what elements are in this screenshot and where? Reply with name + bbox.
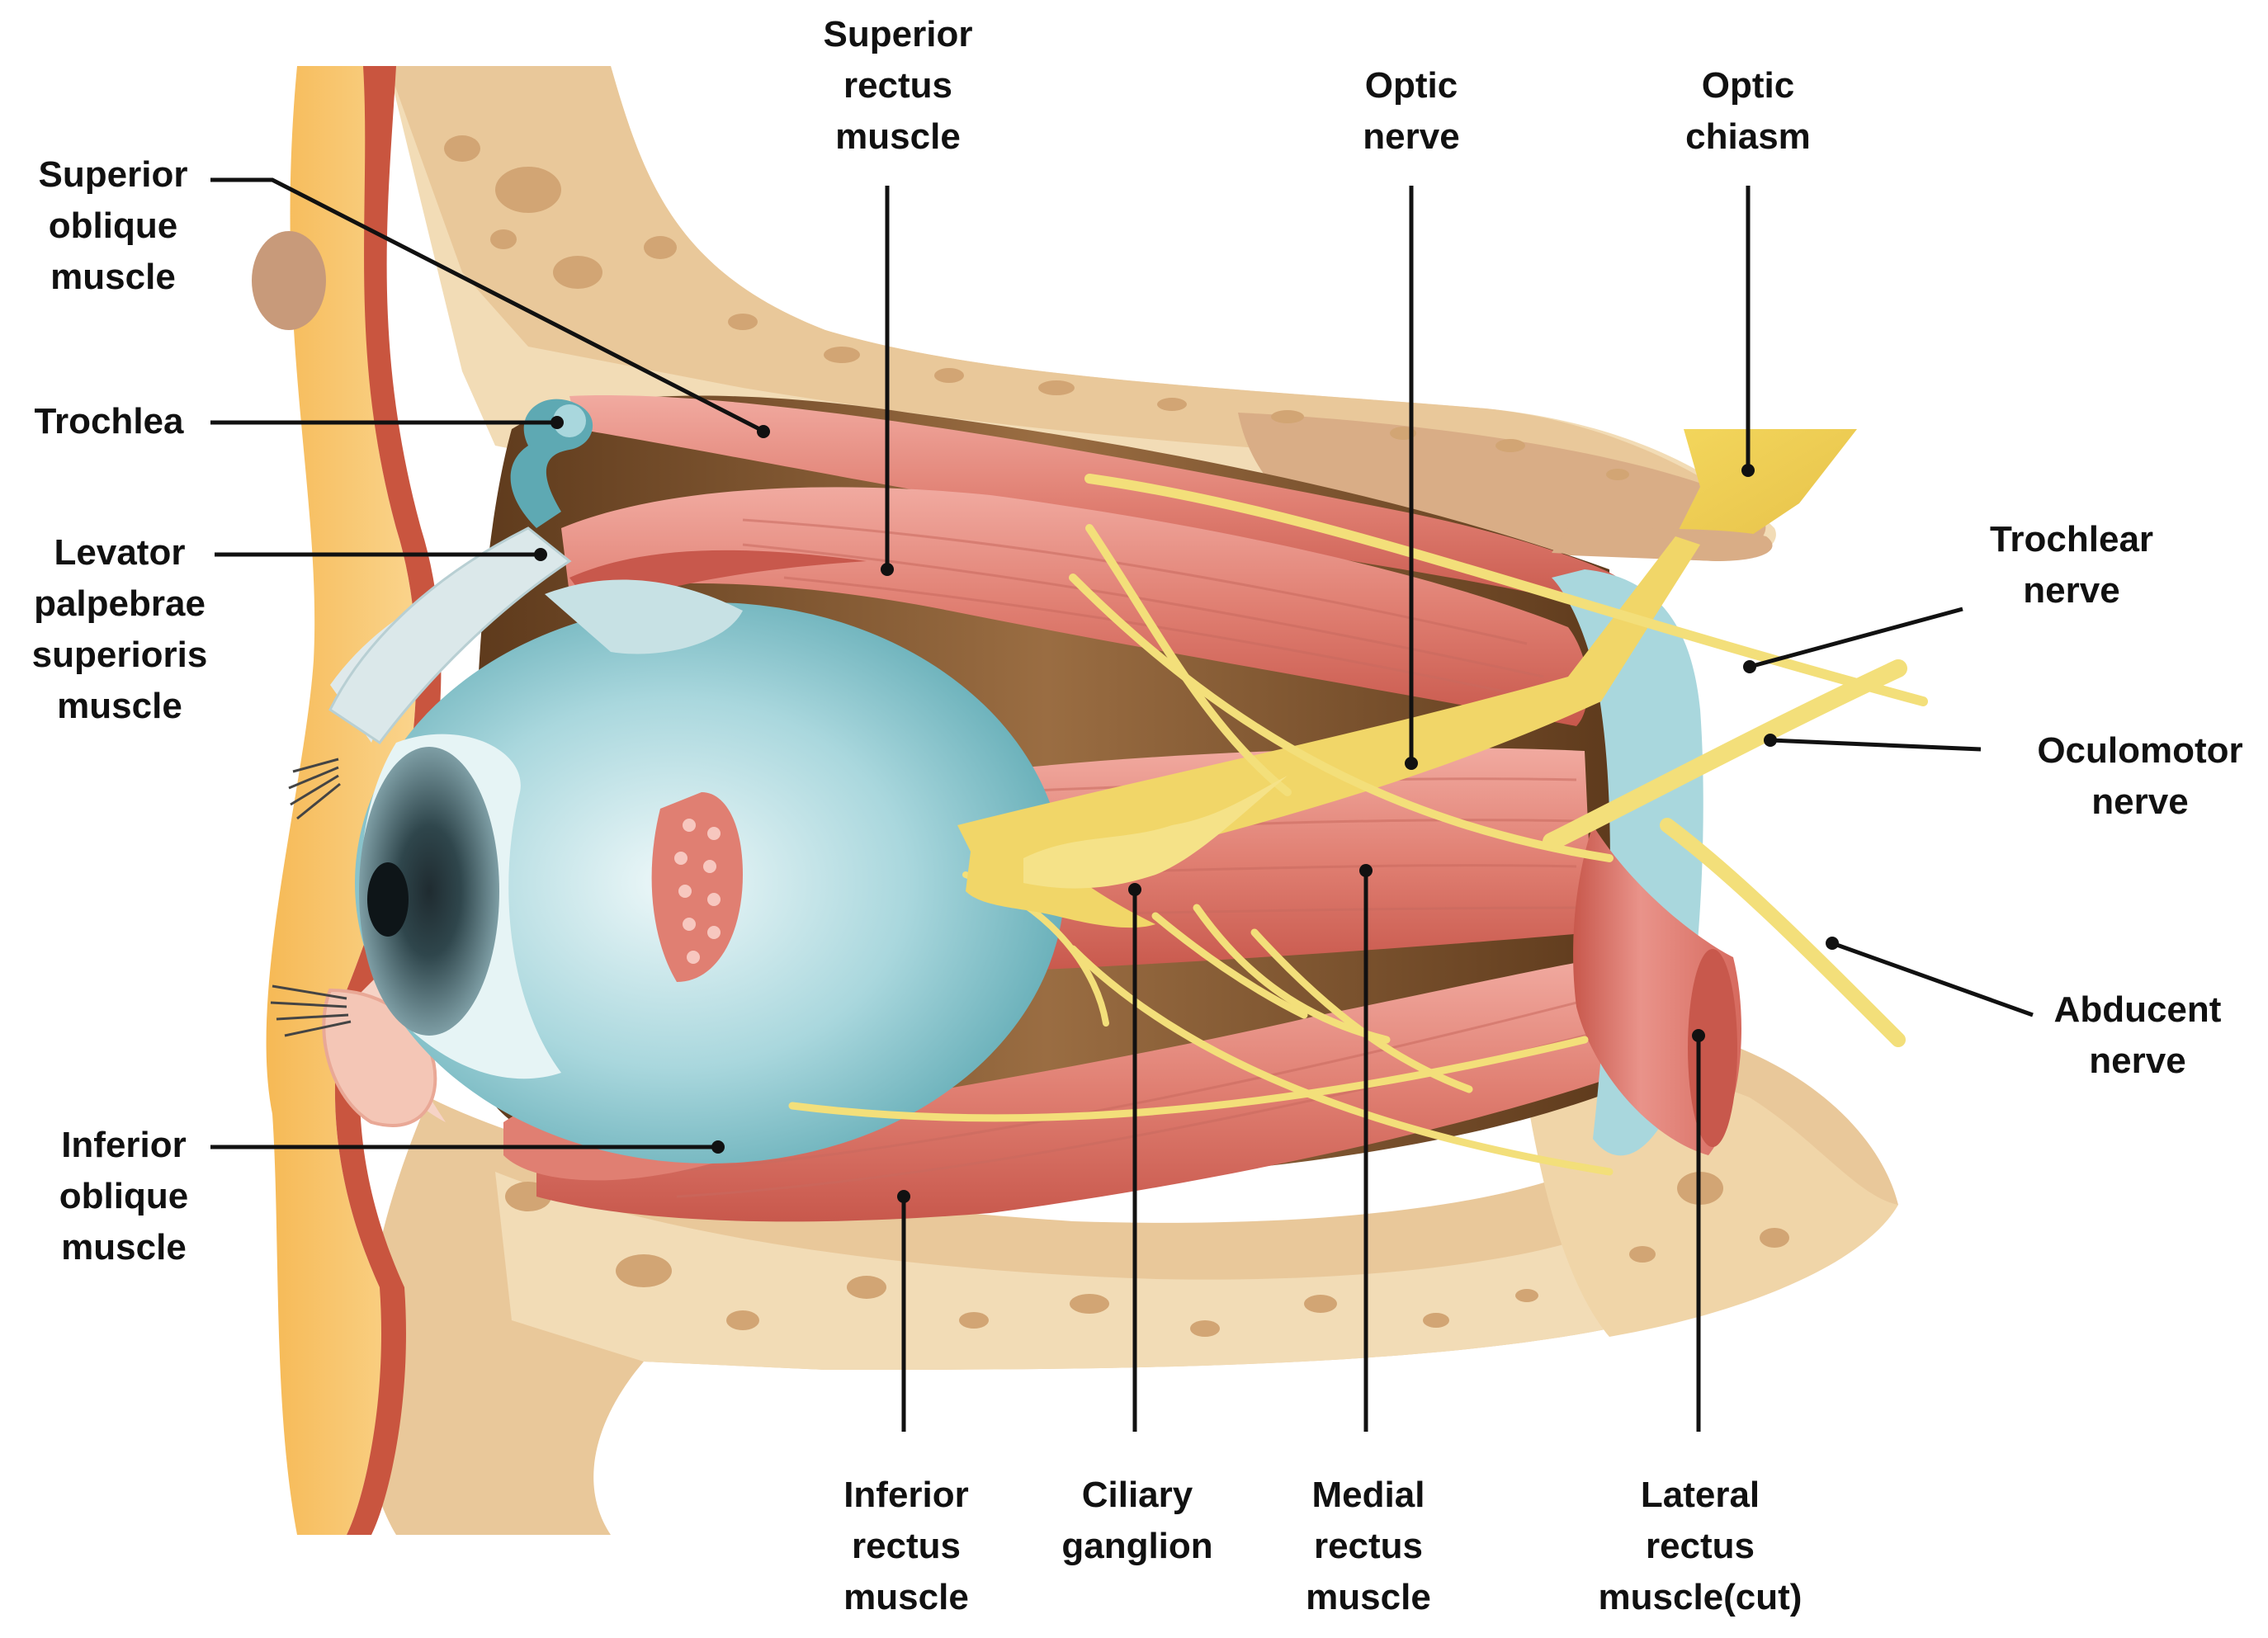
svg-text:Ciliary: Ciliary [1082,1475,1193,1515]
label-trochlear-nerve: Trochlear nerve [1990,519,2153,611]
svg-text:Trochlear: Trochlear [1990,519,2153,559]
svg-text:Medial: Medial [1312,1475,1425,1515]
label-lateral-rectus-muscle: Lateral rectus muscle(cut) [1599,1475,1803,1617]
leader-lines [210,177,2034,1432]
cut-muscle-on-eye [651,792,743,982]
label-optic-chiasm: Optic chiasm [1685,65,1811,157]
optic-nerve [957,536,1700,891]
svg-text:Inferior: Inferior [843,1475,969,1515]
svg-text:palpebrae: palpebrae [34,583,206,624]
svg-text:Optic: Optic [1365,65,1458,106]
trochlea [510,399,593,528]
label-inferior-oblique-muscle: Inferior oblique muscle [59,1125,188,1267]
svg-text:oblique: oblique [59,1176,188,1216]
svg-text:Levator: Levator [54,532,186,573]
oculomotor-nerve [1543,659,1907,851]
svg-text:Inferior: Inferior [61,1125,187,1165]
sphenoid-shelf [1552,528,1773,561]
svg-text:Abducent: Abducent [2054,989,2222,1030]
svg-text:rectus: rectus [1314,1526,1423,1566]
trochlear-nerve [1084,474,1928,706]
svg-text:Superior: Superior [824,14,973,54]
svg-text:nerve: nerve [2091,781,2188,822]
svg-text:superioris: superioris [32,635,208,675]
svg-text:nerve: nerve [1363,116,1459,157]
pupil [367,862,409,937]
levator-muscle [328,526,572,745]
label-medial-rectus-muscle: Medial rectus muscle [1306,1475,1431,1617]
label-superior-rectus-muscle: Superior rectus muscle [824,14,973,157]
svg-text:Lateral: Lateral [1641,1475,1760,1515]
svg-text:muscle: muscle [50,257,176,297]
svg-text:rectus: rectus [852,1526,961,1566]
abducent-nerve [1660,818,1906,1047]
svg-text:Optic: Optic [1702,65,1794,106]
label-levator-palpebrae: Levator palpebrae superioris muscle [32,532,208,726]
svg-text:Trochlea: Trochlea [35,401,184,441]
svg-text:muscle: muscle [57,686,182,726]
svg-text:oblique: oblique [49,205,177,246]
ciliary-ganglion [966,776,1288,928]
label-ciliary-ganglion: Ciliary ganglion [1061,1475,1212,1566]
svg-text:nerve: nerve [2023,570,2119,611]
svg-text:Oculomotor: Oculomotor [2037,730,2242,771]
eyeball [355,579,1065,1164]
svg-text:muscle: muscle [843,1577,969,1617]
svg-text:muscle: muscle [835,116,961,157]
label-inferior-rectus-muscle: Inferior rectus muscle [843,1475,969,1617]
svg-text:muscle(cut): muscle(cut) [1599,1577,1803,1617]
optic-chiasm [1675,429,1857,536]
svg-text:chiasm: chiasm [1685,116,1811,157]
iris [359,747,499,1036]
label-trochlea: Trochlea [35,401,184,441]
svg-text:muscle: muscle [61,1227,187,1267]
label-oculomotor-nerve: Oculomotor nerve [2037,730,2242,822]
superior-oblique-muscle [569,395,1618,611]
svg-text:ganglion: ganglion [1061,1526,1212,1566]
svg-text:Superior: Superior [39,154,188,195]
label-abducent-nerve: Abducent nerve [2054,989,2222,1081]
svg-text:rectus: rectus [843,65,952,106]
svg-text:rectus: rectus [1646,1526,1755,1566]
svg-text:muscle: muscle [1306,1577,1431,1617]
label-optic-nerve: Optic nerve [1363,65,1459,157]
label-superior-oblique-muscle: Superior oblique muscle [39,154,188,297]
svg-text:nerve: nerve [2089,1041,2185,1081]
